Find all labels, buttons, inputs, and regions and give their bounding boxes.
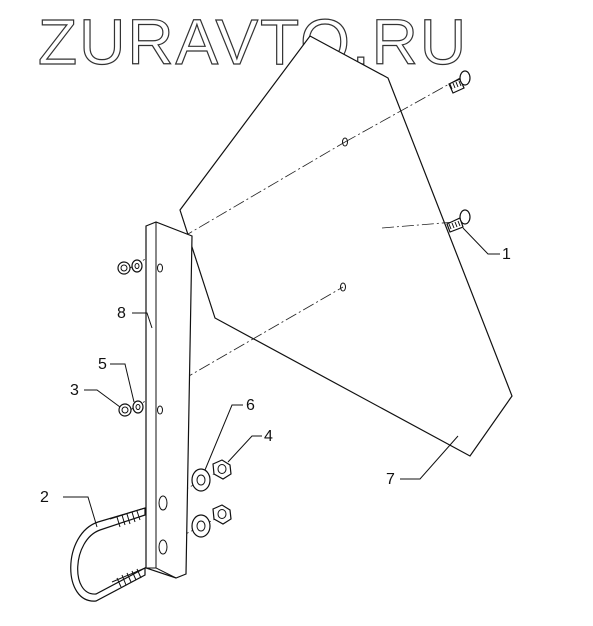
callout-7: 7	[386, 471, 395, 488]
part-1-bolt-upper	[448, 70, 471, 94]
callout-3: 3	[70, 382, 79, 399]
callout-2: 2	[40, 489, 49, 506]
part-5-washer-lower	[132, 400, 144, 414]
watermark-text: ZURAVTO.RU	[38, 6, 468, 78]
flap-hole-lower	[340, 282, 346, 292]
part-6-washer-lower	[191, 514, 211, 538]
part-2-u-bolt	[70, 507, 146, 602]
leader-lines	[63, 227, 500, 528]
callout-8: 8	[117, 305, 126, 322]
part-4-nut-lower	[212, 504, 232, 525]
part-3-nut-upper	[117, 261, 131, 275]
part-4-nut-upper	[212, 459, 232, 480]
callout-6: 6	[246, 397, 255, 414]
part-3-nut-lower	[118, 403, 132, 417]
part-5-washer-upper	[131, 259, 143, 273]
flap-hole-upper	[342, 137, 348, 147]
part-1-bolt-lower	[446, 209, 471, 233]
callout-4: 4	[264, 428, 273, 445]
callout-5: 5	[98, 356, 107, 373]
part-7-flap	[179, 35, 513, 457]
part-6-washer-upper	[191, 468, 211, 492]
part-8-bracket-bar	[145, 221, 193, 579]
callout-1: 1	[502, 246, 511, 263]
